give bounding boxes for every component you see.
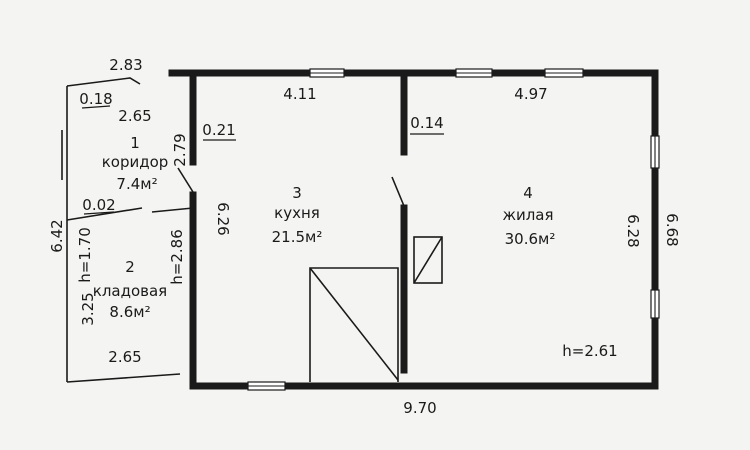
dim-corridor-top: 2.83: [109, 56, 142, 74]
room-name: кладовая: [93, 282, 167, 300]
room-2-label: 2 кладовая 8.6м²: [93, 258, 167, 321]
room-area: 7.4м²: [116, 175, 157, 193]
dim-storage-width: 2.65: [108, 348, 141, 366]
room-4-label: 4 жилая 30.6м²: [502, 184, 555, 248]
room-number: 2: [125, 258, 135, 276]
dim-corridor-wall: 0.18: [79, 90, 112, 108]
dim-storage-height: h=1.70: [76, 227, 94, 282]
room-number: 4: [523, 184, 533, 202]
room-area: 30.6м²: [505, 230, 556, 248]
dim-partition: 0.14: [410, 114, 443, 132]
room-name: коридор: [102, 153, 169, 171]
dim-storage-wall: 0.02: [82, 196, 115, 214]
stair-opening: [309, 267, 399, 382]
room-1-label: 1 коридор 7.4м²: [102, 134, 169, 193]
dim-corridor-width: 2.65: [118, 107, 151, 125]
room-3-label: 3 кухня 21.5м²: [272, 184, 323, 246]
room-number: 3: [292, 184, 302, 202]
dim-kitchen-wall: 0.21: [202, 121, 235, 139]
room-area: 8.6м²: [109, 303, 150, 321]
dim-storage-depth: 3.25: [79, 292, 97, 325]
stove-symbol: [413, 236, 443, 284]
partition-wall: [391, 76, 408, 374]
dim-ceiling-height: h=2.61: [562, 342, 617, 360]
dim-outer-right: 6.68: [663, 213, 681, 246]
dim-kitchen-top: 4.11: [283, 85, 316, 103]
dim-living-top: 4.97: [514, 85, 547, 103]
dim-corridor-depth: 2.79: [171, 133, 189, 166]
dim-living-depth: 6.28: [624, 214, 642, 247]
dim-storage-wall-underline: [83, 211, 115, 215]
dim-storage-height2: h=2.86: [168, 229, 186, 284]
dimension-labels: 2.83 0.18 2.65 2.79 0.02 6.42 h=1.70 3.2…: [48, 56, 681, 417]
dim-kitchen-depth: 6.26: [214, 202, 232, 235]
room-number: 1: [130, 134, 140, 152]
room-area: 21.5м²: [272, 228, 323, 246]
dim-outer-left: 6.42: [48, 219, 66, 252]
window-marks: [247, 68, 660, 391]
room-name: жилая: [502, 206, 553, 224]
dim-total-width: 9.70: [403, 399, 436, 417]
room-name: кухня: [274, 204, 320, 222]
extension-walls: [61, 77, 194, 383]
dim-corridor-wall-underline: [81, 105, 111, 109]
main-house-walls: [168, 69, 659, 390]
